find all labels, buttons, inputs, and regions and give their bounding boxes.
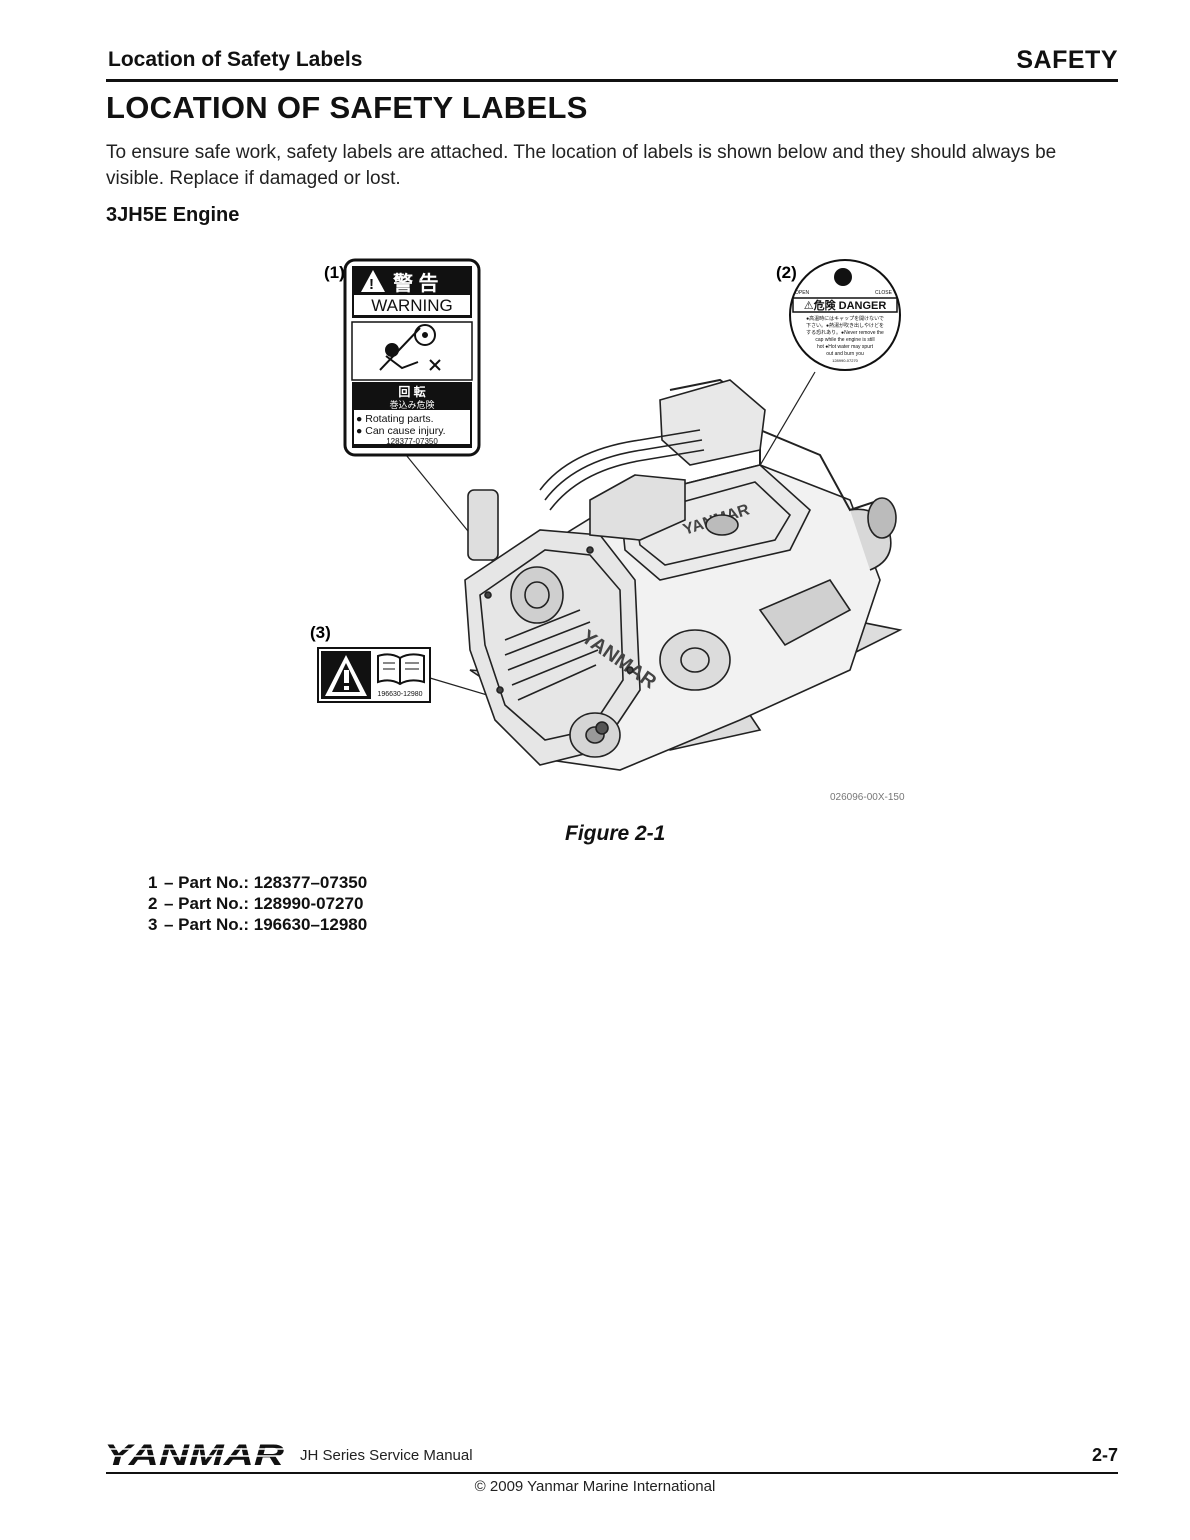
warning-label: ! 警 告 WARNING 回 転 巻込み危険 ● Rotating parts…: [343, 258, 481, 457]
svg-text:!: !: [369, 276, 374, 293]
engine-illustration: YANMAR YANMAR: [310, 258, 905, 803]
drawing-code: 026096-00X-150: [830, 792, 905, 803]
danger-label-line3: out and burn you: [826, 351, 864, 357]
footer-manual-title: JH Series Service Manual: [300, 1447, 473, 1464]
read-manual-book-icon: [377, 653, 425, 686]
rotating-parts-pictogram-icon: [379, 324, 441, 371]
engine-drawing: YANMAR YANMAR: [464, 378, 903, 771]
callout-3: (3): [310, 623, 331, 642]
list-item: 2 – Part No.: 128990-07270: [148, 893, 367, 914]
running-header-section: SAFETY: [1016, 46, 1118, 74]
header-rule: [106, 79, 1118, 82]
part-number-index: 1: [148, 873, 158, 892]
part-number-text: – Part No.: 128377–07350: [164, 873, 368, 892]
yanmar-logo: YANMAR: [104, 1439, 294, 1475]
warning-label-line1: ● Rotating parts.: [356, 413, 434, 425]
footer-copyright: © 2009 Yanmar Marine International: [474, 1478, 716, 1495]
danger-label-line2: hot ●Hot water may spurt: [817, 344, 874, 350]
danger-label-title: ⚠危険 DANGER: [804, 298, 887, 312]
manual-label-part: 196630-12980: [377, 691, 422, 698]
list-item: 1 – Part No.: 128377–07350: [148, 872, 367, 893]
footer-rule: [106, 1472, 1118, 1474]
warning-label-title: WARNING: [371, 296, 453, 315]
danger-label-line1: cap while the engine is still: [815, 337, 874, 343]
parts-list: 1 – Part No.: 128377–07350 2 – Part No.: 1…: [148, 872, 367, 935]
danger-label-jp1: ●高温時にはキャップを開けないで: [806, 315, 884, 322]
warning-label-jp-sub: 巻込み危険: [389, 399, 434, 410]
part-number-index: 2: [148, 894, 158, 913]
warning-label-line2: ● Can cause injury.: [356, 425, 446, 437]
danger-label-open: OPEN: [795, 290, 810, 296]
danger-label-jp3: する恐れあり。●Never remove the: [806, 330, 884, 336]
running-header-title: Location of Safety Labels: [108, 48, 363, 71]
danger-label: OPEN CLOSE ⚠危険 DANGER ●高温時にはキャップを開けないで 下…: [789, 259, 901, 371]
danger-label-jp2: 下さい。●熱湯が吹き出しやけどを: [806, 322, 884, 329]
warning-triangle-icon: [361, 270, 385, 292]
part-number-text: – Part No.: 128990-07270: [164, 894, 364, 913]
page-title: LOCATION OF SAFETY LABELS: [106, 90, 588, 125]
logo-text: YANMAR: [104, 1440, 284, 1470]
yanmar-logo-icon: YANMAR: [104, 1439, 284, 1472]
engine-heading: 3JH5E Engine: [106, 204, 240, 226]
radiator-cap-icon: [834, 268, 852, 286]
part-number-text: – Part No.: 196630–12980: [164, 915, 368, 934]
page-number: 2-7: [1091, 1445, 1118, 1465]
warning-label-jp-title: 警 告: [393, 271, 439, 295]
warning-label-part: 128377-07350: [386, 437, 438, 446]
manual-label: 196630-12980: [317, 647, 431, 703]
part-number-index: 3: [148, 915, 158, 934]
danger-label-part: 128990-07270: [832, 358, 859, 363]
intro-paragraph: To ensure safe work, safety labels are a…: [106, 142, 1057, 189]
warning-label-jp-mid: 回 転: [398, 384, 425, 399]
list-item: 3 – Part No.: 196630–12980: [148, 914, 367, 935]
figure-caption: Figure 2-1: [565, 822, 666, 845]
callout-1: (1): [324, 263, 345, 282]
danger-label-close: CLOSE: [875, 290, 893, 296]
engine-figure: YANMAR YANMAR: [290, 250, 930, 810]
callout-2: (2): [776, 263, 797, 282]
